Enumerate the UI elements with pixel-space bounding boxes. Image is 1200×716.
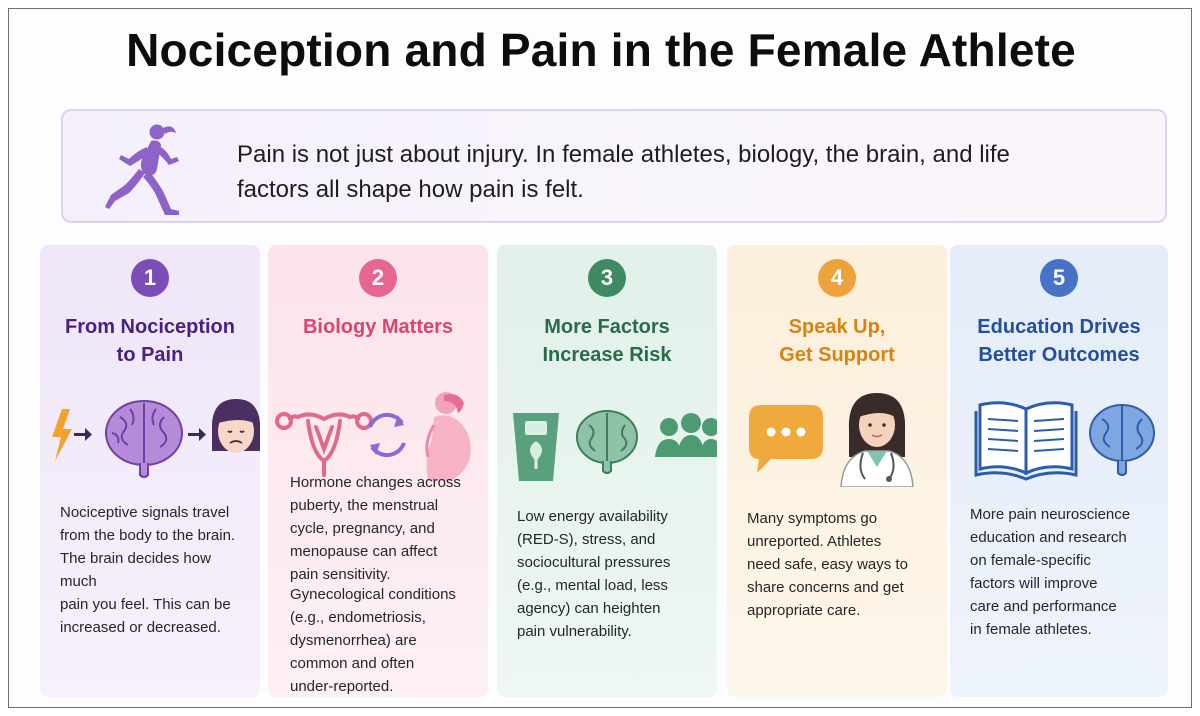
card-title-line-1: More Factors [544,316,670,338]
card-body-line: Gynecological conditions [290,586,456,603]
scale-icon [513,413,559,481]
step-number-badge: 4 [818,259,856,297]
people-group-icon [655,413,717,457]
banner-line-1: Pain is not just about injury. In female… [237,141,1010,168]
card-title-line-1: From Nociception [64,316,235,338]
card-body-line: dysmenorrhea) are [290,632,417,649]
arrow-right-icon [188,428,206,441]
card-body-line: Many symptoms go [747,510,878,527]
card-body: Many symptoms go unreported. Athletes ne… [747,507,931,622]
intro-banner: Pain is not just about injury. In female… [61,109,1167,223]
card-title-line-2: Get Support [779,344,895,366]
card-body-line: appropriate care. [747,602,861,619]
card-title-line-1: Biology Matters [302,316,454,338]
step-number-badge: 5 [1040,259,1078,297]
card-body-line: pain you feel. This can be [60,596,231,613]
card-title-line-1: Speak Up, [788,316,886,338]
brain-icon [576,410,638,474]
card-illustration [974,401,1155,481]
card-body-line: pain sensitivity. [290,566,391,583]
card-body-line: need safe, easy ways to [747,556,908,573]
card-body-line: in female athletes. [970,621,1092,638]
card-title: More Factors Increase Risk [497,313,717,369]
card-body-line: More pain neuroscience [970,506,1131,523]
card-body-line: factors will improve [970,575,1098,592]
card-nociception-to-pain: 1 From Nociception to Pain [40,245,260,697]
card-body: More pain neuroscience education and res… [970,503,1154,641]
doctor-icon [840,393,914,487]
card-title: From Nociception to Pain [40,313,260,369]
card-title-line-2: to Pain [116,344,184,366]
card-body-line: Low energy availability [517,508,668,525]
card-body-line: (e.g., mental load, less [517,577,668,594]
card-more-factors: 3 More Factors Increase Risk [497,245,717,697]
card-body-line: unreported. Athletes [747,533,882,550]
card-body-line: sociocultural pressures [517,554,671,571]
card-body-line: The brain decides how much [60,550,211,590]
card-illustration [275,392,471,481]
uterus-icon [275,412,373,477]
brain-icon [105,400,183,478]
card-body-line: care and performance [970,598,1117,615]
card-illustration [749,393,914,487]
card-body-line: menopause can affect [290,543,438,560]
card-illustration [513,410,717,481]
card-speak-up: 4 Speak Up, Get Support [727,245,947,697]
banner-line-2: factors all shape how pain is felt. [237,176,584,203]
card-body-secondary: Gynecological conditions (e.g., endometr… [290,583,476,698]
card-body-line: (RED-S), stress, and [517,531,656,548]
page-title: Nociception and Pain in the Female Athle… [126,24,1076,76]
card-body-line: pain vulnerability. [517,623,632,640]
card-title-line-2: Better Outcomes [978,344,1140,366]
card-body: Low energy availability (RED-S), stress,… [517,505,701,643]
card-title-line-2: Increase Risk [542,344,672,366]
card-body-line: (e.g., endometriosis, [290,609,426,626]
infographic-frame: Nociception and Pain in the Female Athle… [8,8,1192,708]
banner-text: Pain is not just about injury. In female… [237,137,1097,207]
card-body-line: share concerns and get [747,579,904,596]
card-body-line: Nociceptive signals travel [60,504,230,521]
brain-icon [1089,404,1155,476]
step-number-badge: 3 [588,259,626,297]
card-body-line: puberty, the menstrual [290,497,439,514]
lightning-icon [52,409,72,461]
card-education: 5 Education Drives Better Outcomes More … [950,245,1168,697]
card-body-line: Hormone changes across [290,474,461,491]
card-body-line: on female-specific [970,552,1091,569]
card-body-line: education and research [970,529,1127,546]
runner-icon [105,124,179,215]
card-title: Biology Matters [268,313,488,341]
card-illustration [52,399,260,478]
card-body-line: cycle, pregnancy, and [290,520,435,537]
card-body-line: under-reported. [290,678,394,695]
sad-face-icon [212,399,260,453]
card-title: Education Drives Better Outcomes [950,313,1168,369]
card-biology-matters: 2 Biology Matters [268,245,488,697]
card-body-line: common and often [290,655,415,672]
card-title: Speak Up, Get Support [727,313,947,369]
step-number-badge: 1 [131,259,169,297]
card-body-line: increased or decreased. [60,619,221,636]
card-body-line: agency) can heighten [517,600,661,617]
arrow-right-icon [74,428,92,441]
speech-bubble-icon [749,405,823,473]
card-title-line-1: Education Drives [977,316,1141,338]
step-number-badge: 2 [359,259,397,297]
cycle-arrows-icon [368,412,406,458]
card-body: Hormone changes across puberty, the mens… [290,471,476,586]
open-book-icon [974,401,1078,481]
card-body: Nociceptive signals travel from the body… [60,501,244,639]
card-body-line: from the body to the brain. [60,527,236,544]
pregnant-woman-icon [425,392,471,481]
